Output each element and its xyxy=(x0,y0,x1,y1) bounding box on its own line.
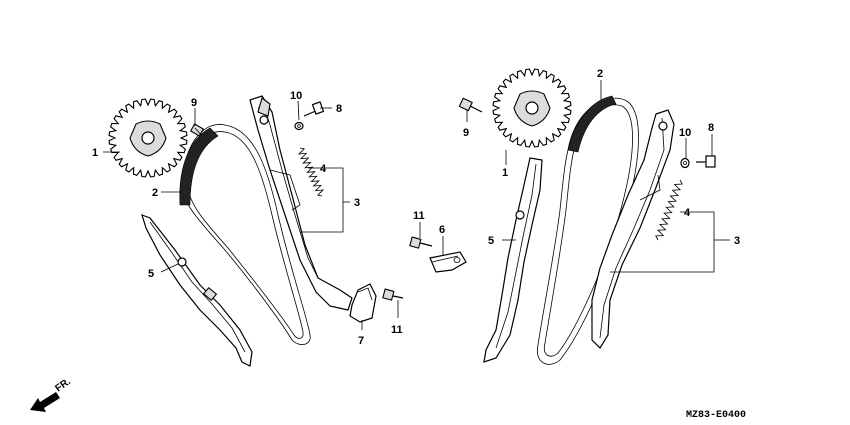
callout-left-3: 3 xyxy=(354,197,360,209)
right-cam-sprocket xyxy=(492,68,572,148)
right-washer-10 xyxy=(680,157,690,169)
callout-right-9: 9 xyxy=(463,127,469,139)
left-tensioner-spring xyxy=(297,147,325,197)
front-arrow-label: FR. xyxy=(53,376,73,394)
callout-left-8: 8 xyxy=(336,103,342,115)
right-tensioner-spring xyxy=(655,179,683,241)
left-bolt-8 xyxy=(303,101,325,117)
callout-right-5: 5 xyxy=(488,235,494,247)
callout-right-1: 1 xyxy=(502,167,508,179)
callout-center-11-bottom: 11 xyxy=(391,324,403,336)
callout-left-1: 1 xyxy=(92,147,98,159)
callout-right-8: 8 xyxy=(708,122,714,134)
front-arrow-icon xyxy=(30,392,60,412)
callout-center-11-top: 11 xyxy=(413,210,425,222)
callout-center-6: 6 xyxy=(439,224,445,236)
right-bolt-9 xyxy=(458,97,483,113)
right-chain-guide xyxy=(483,157,543,363)
bracket-6 xyxy=(429,251,467,273)
callout-right-3: 3 xyxy=(734,235,740,247)
right-tensioner-arm xyxy=(591,109,675,349)
left-chain-guide xyxy=(141,214,253,367)
left-bolt-9 xyxy=(189,123,205,137)
left-tensioner-arm xyxy=(249,95,353,311)
plate-7 xyxy=(349,283,377,323)
right-cam-chain xyxy=(536,95,639,365)
callout-right-2: 2 xyxy=(597,68,603,80)
right-bolt-8 xyxy=(696,155,716,168)
left-cam-sprocket xyxy=(108,98,188,178)
callout-center-7: 7 xyxy=(358,335,364,347)
callout-right-4: 4 xyxy=(684,207,691,219)
callout-left-10: 10 xyxy=(290,90,302,102)
bolt-11-top xyxy=(409,236,433,249)
front-arrow: FR. xyxy=(30,376,73,412)
callout-left-4: 4 xyxy=(320,163,327,175)
bolt-11-bottom xyxy=(382,288,404,301)
callout-right-10: 10 xyxy=(679,127,691,139)
leader-lines xyxy=(103,80,730,330)
callout-left-2: 2 xyxy=(152,187,158,199)
left-cam-chain xyxy=(179,124,311,345)
callout-left-5: 5 xyxy=(148,268,154,280)
left-washer-10 xyxy=(294,121,304,131)
callout-left-9: 9 xyxy=(191,97,197,109)
diagram-part-code: MZ83-E0400 xyxy=(686,410,746,421)
